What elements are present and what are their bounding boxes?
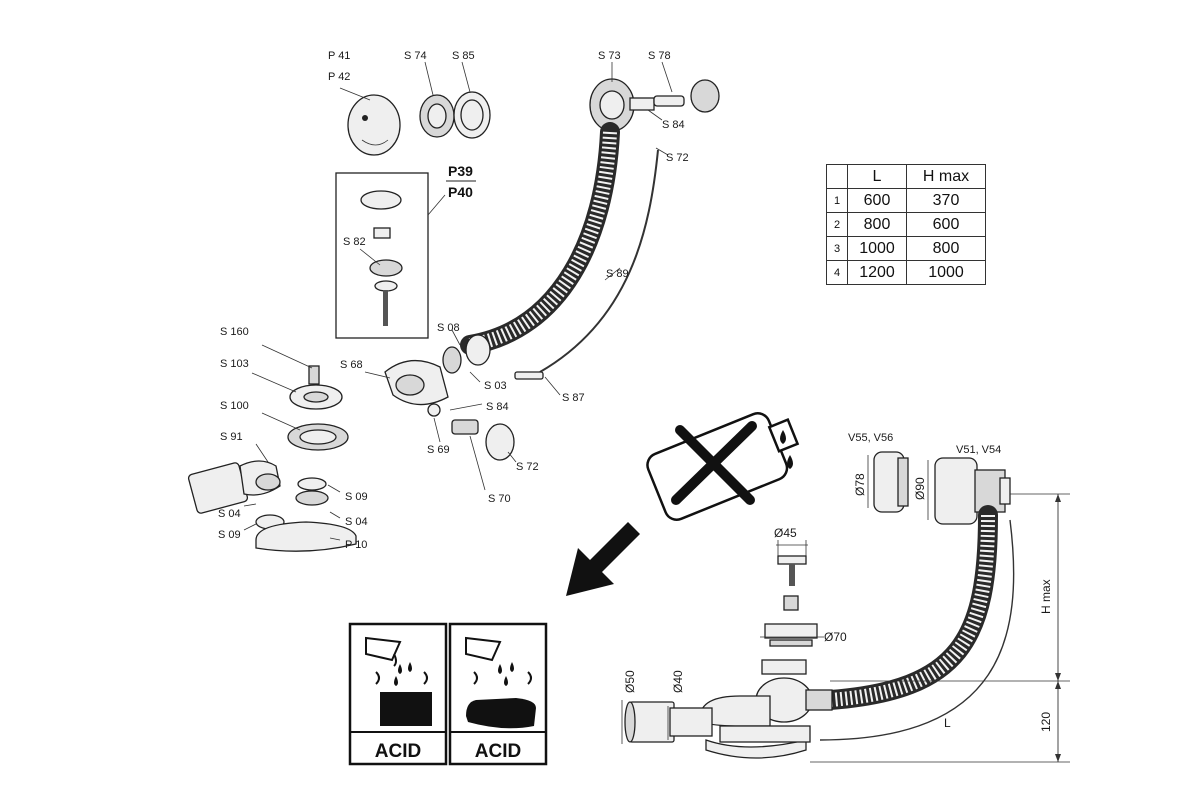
row-index: 4: [826, 260, 848, 285]
dim-120: 120: [1039, 712, 1053, 732]
size-table-header-row: L H max: [826, 164, 986, 189]
p39-p40-detail-box: [335, 172, 429, 339]
row-hmax-value: 1000: [906, 260, 986, 285]
acid-label-left: ACID: [375, 741, 421, 762]
label-s68: S 68: [340, 359, 363, 371]
arrow-down-left-icon: [566, 522, 640, 596]
part-s87-cable-end: [514, 371, 544, 380]
part-s68-drain-body: [384, 360, 449, 406]
part-s84-washer: [427, 403, 441, 417]
label-s09-right: S 09: [345, 491, 368, 503]
size-table-header-hmax: H max: [906, 164, 986, 189]
assembled-cable: [819, 519, 1015, 741]
acid-hand-icon: [465, 636, 536, 729]
dim-d78: Ø78: [853, 473, 867, 496]
dim-h-max: H max: [1039, 579, 1053, 614]
label-s103: S 103: [220, 358, 249, 370]
label-s03: S 03: [484, 380, 507, 392]
size-table-header-l: L: [847, 164, 907, 189]
row-index: 3: [826, 236, 848, 261]
part-s91-pipe-elbow: [187, 460, 281, 514]
label-s78: S 78: [648, 50, 671, 62]
acid-surface-icon: [365, 636, 432, 726]
assembled-outlet-pipe: [624, 701, 713, 743]
part-s78-cable-end: [653, 79, 720, 113]
label-s91: S 91: [220, 431, 243, 443]
part-s103-flange: [289, 384, 343, 410]
label-v55-v56: V55, V56: [848, 432, 893, 444]
dim-d50: Ø50: [623, 670, 637, 693]
part-v55-v56-head: [873, 451, 909, 513]
label-s04-right: S 04: [345, 516, 368, 528]
table-row: 2 800 600: [826, 212, 986, 237]
size-table-header-index: [826, 164, 848, 189]
dim-l: L: [944, 716, 951, 730]
assembled-trap: [699, 659, 833, 759]
dim-d70: Ø70: [824, 630, 847, 644]
label-s69: S 69: [427, 444, 450, 456]
part-s160-screw: [308, 365, 320, 385]
cable-s87: [539, 149, 659, 373]
row-index: 1: [826, 188, 848, 213]
part-s85-gasket: [453, 91, 491, 139]
label-p10: P 10: [345, 539, 367, 551]
label-s04-left: S 04: [218, 508, 241, 520]
part-flange-d70: [764, 623, 818, 647]
part-s73-overflow: [589, 78, 655, 132]
label-p41: P 41: [328, 50, 350, 62]
label-s160: S 160: [220, 326, 249, 338]
row-l-value: 600: [847, 188, 907, 213]
row-hmax-value: 800: [906, 236, 986, 261]
label-s89: S 89: [606, 268, 629, 280]
part-s74-ring: [419, 94, 455, 138]
table-row: 3 1000 800: [826, 236, 986, 261]
label-s74: S 74: [404, 50, 427, 62]
row-hmax-value: 600: [906, 212, 986, 237]
part-s70-lever: [451, 419, 479, 435]
label-p42: P 42: [328, 71, 350, 83]
dim-d45: Ø45: [774, 526, 797, 540]
part-s08-nut: [442, 334, 491, 374]
part-p41-cap: [347, 94, 401, 156]
dim-d40: Ø40: [671, 670, 685, 693]
part-s100-ring: [287, 423, 349, 451]
part-s72-cover: [485, 423, 515, 461]
label-s84-mid: S 84: [486, 401, 509, 413]
height-dimension-lines: [810, 493, 1070, 763]
no-chemical-bottle-icon: [646, 412, 800, 521]
label-s84-top: S 84: [662, 119, 685, 131]
label-s85: S 85: [452, 50, 475, 62]
corrugated-hose-s89: [460, 122, 620, 355]
part-p10-trap: [255, 477, 357, 552]
label-s08: S 08: [437, 322, 460, 334]
label-p39: P39: [448, 163, 473, 179]
size-table: L H max 1 600 370 2 800 600 3 1000 800 4…: [826, 164, 986, 285]
row-l-value: 1000: [847, 236, 907, 261]
dim-d90: Ø90: [913, 477, 927, 500]
table-row: 4 1200 1000: [826, 260, 986, 285]
acid-warning-container: ACID ACID: [348, 622, 548, 766]
part-plug-d45: [777, 555, 807, 611]
label-s100: S 100: [220, 400, 249, 412]
part-v51-v54-head: [934, 457, 1011, 525]
row-l-value: 800: [847, 212, 907, 237]
row-index: 2: [826, 212, 848, 237]
label-p40: P40: [448, 184, 473, 200]
label-s72-top: S 72: [666, 152, 689, 164]
label-s73: S 73: [598, 50, 621, 62]
label-v51-v54: V51, V54: [956, 444, 1001, 456]
row-l-value: 1200: [847, 260, 907, 285]
label-s70: S 70: [488, 493, 511, 505]
label-s87: S 87: [562, 392, 585, 404]
row-hmax-value: 370: [906, 188, 986, 213]
acid-label-right: ACID: [475, 741, 521, 762]
label-s72-mid: S 72: [516, 461, 539, 473]
assembled-corrugated-hose: [820, 505, 998, 710]
label-s09-left: S 09: [218, 529, 241, 541]
label-s82: S 82: [343, 236, 366, 248]
table-row: 1 600 370: [826, 188, 986, 213]
